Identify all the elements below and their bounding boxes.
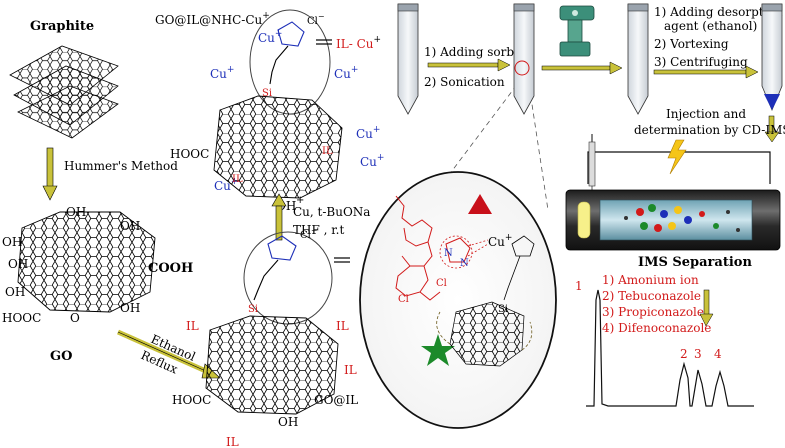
graphite-group: Graphite [9, 19, 119, 139]
go-oh-left3: OH [5, 285, 25, 299]
imidazolium-ring-icon [277, 21, 305, 47]
nhc-hooc-label: HOOC [170, 147, 209, 161]
arrow-down-injection [764, 115, 780, 143]
ims-spectrum: 1 2 3 4 [575, 279, 754, 407]
magnifier-circle [359, 171, 557, 429]
legend-item-2: 2) Tebuconazole [602, 289, 701, 303]
triazole-n-1: N [444, 248, 453, 259]
thf-label: THF , r.t [293, 223, 344, 237]
ims-drift-region [599, 199, 753, 241]
conazole-cl-1: Cl [398, 294, 409, 305]
legend-item-4: 4) Difenoconazole [602, 321, 711, 335]
il-label-2: IL [336, 319, 349, 333]
eluate-fill [764, 94, 780, 110]
analyte-legend: 1) Amonium ion 2) Tebuconazole 3) Propic… [602, 273, 711, 335]
il-hooc-label: HOOC [172, 393, 211, 407]
desorption-label-2: agent (ethanol) [664, 19, 757, 33]
cu-label-1: Cu+ [210, 65, 234, 81]
graphite-lattice-icon [9, 45, 119, 139]
tube-2 [513, 3, 535, 115]
go-structure: OH OH OH OH OH COOH HOOC O OH GO [2, 205, 193, 364]
nhc-cl-label: Cl− [307, 12, 325, 27]
peak-label-4: 4 [714, 347, 722, 361]
injection-label-2: determination by CD-IMS [634, 123, 785, 137]
sonication-label: 2) Sonication [424, 75, 505, 89]
cu-label-2: Cu+ [334, 65, 358, 81]
il-si-label: Si [248, 304, 258, 315]
extraction-process: 1) Adding sorbent 2) Sonication 1) Addin… [397, 3, 785, 143]
ims-ion-dots [624, 204, 740, 232]
il-cl-label: Cl− [300, 226, 318, 241]
tube-2-highlight [514, 60, 530, 76]
tube-3 [627, 3, 649, 115]
graphite-label: Graphite [30, 19, 94, 34]
nhc-il-label-1: IL [232, 174, 243, 185]
go-oh-left2: OH [8, 257, 28, 271]
go-oh-right: OH [120, 219, 140, 233]
syringe-icon [588, 134, 596, 198]
hummers-label: Hummer's Method [64, 159, 178, 173]
adding-sorbent-label: 1) Adding sorbent [424, 45, 534, 59]
go-hooc: HOOC [2, 311, 41, 325]
go-cooh: COOH [148, 261, 193, 276]
nhc-cu-label: Cu+ [258, 29, 282, 45]
go-il-structure: Cl− Si IL IL IL IL HOOC OH GO@IL [172, 226, 358, 448]
triazole-n-2: N [460, 258, 469, 269]
go-o-bottom: O [70, 311, 80, 325]
hummers-arrow: Hummer's Method [42, 147, 178, 201]
spectrum-trace [586, 289, 754, 407]
vortexing-label: 2) Vortexing [654, 37, 729, 51]
il-label-3: IL [344, 363, 357, 377]
il-oh-label: OH [278, 415, 298, 429]
arrow-to-final-tube [653, 65, 759, 79]
nhc-il-label-2: IL [322, 146, 333, 157]
ethanol-reflux-arrow: Ethanol Reflux [116, 329, 221, 379]
cu-label-3: Cu+ [356, 125, 380, 141]
il-label-4: IL [226, 435, 239, 448]
magnified-view: Cl Cl N N Cu+ Si [359, 77, 557, 429]
tube-4 [761, 3, 783, 112]
peak-label-2: 2 [680, 347, 688, 361]
peak-label-3: 3 [694, 347, 702, 361]
analyte-star-icon [421, 334, 455, 366]
cu-reagent-label: Cu, t-BuONa [293, 205, 370, 219]
injection-label-1: Injection and [666, 107, 746, 121]
cu-label-5: Cu+ [214, 177, 238, 193]
ims-ion-source [577, 201, 591, 239]
conazole-cl-2: Cl [436, 278, 447, 289]
cu-label-4: Cu+ [360, 153, 384, 169]
desorption-label-1: 1) Adding desorption [654, 5, 783, 19]
il-imidazolium-icon [267, 235, 297, 261]
il-cu-label: IL- Cu+ [336, 35, 381, 51]
analyte-triangle-icon [468, 194, 492, 214]
legend-item-1: 1) Amonium ion [602, 273, 699, 287]
il-label-1: IL [186, 319, 199, 333]
tube-1 [397, 3, 419, 115]
go-oh-left: OH [2, 235, 22, 249]
go-il-nhc-cu-structure: GO@IL@NHC-Cu+ Cu+ Cl− Si IL- Cu+ Cu+ Cu+… [155, 9, 384, 213]
go-il-label: GO@IL [314, 393, 358, 407]
magnified-imidazolium-icon [511, 235, 535, 257]
peak-label-1: 1 [575, 279, 583, 293]
arrow-to-vortex [541, 61, 623, 75]
lightning-icon [667, 139, 687, 175]
arrow-adding-sorbent: 1) Adding sorbent 2) Sonication [424, 45, 534, 89]
go-label: GO [50, 349, 72, 364]
cu-reagent-arrow: Cu, t-BuONa THF , r.t + [271, 193, 370, 241]
ims-separation-label: IMS Separation [638, 255, 752, 270]
centrifuging-label: 3) Centrifuging [654, 55, 748, 69]
vortex-device-icon [559, 5, 595, 57]
go-oh-top: OH [66, 205, 86, 219]
legend-item-3: 3) Propiconazole [602, 305, 704, 319]
conazole-molecule [395, 195, 471, 301]
go-il-nhc-cu-label: GO@IL@NHC-Cu+ [155, 11, 270, 27]
cu-reagent-plus: + [296, 195, 304, 206]
magnified-cu-label: Cu+ [488, 233, 512, 249]
go-oh-bottom: OH [120, 301, 140, 315]
arrow-down-spectrum [699, 289, 714, 327]
ims-device [565, 134, 781, 251]
nhc-si-label: Si [262, 88, 272, 99]
